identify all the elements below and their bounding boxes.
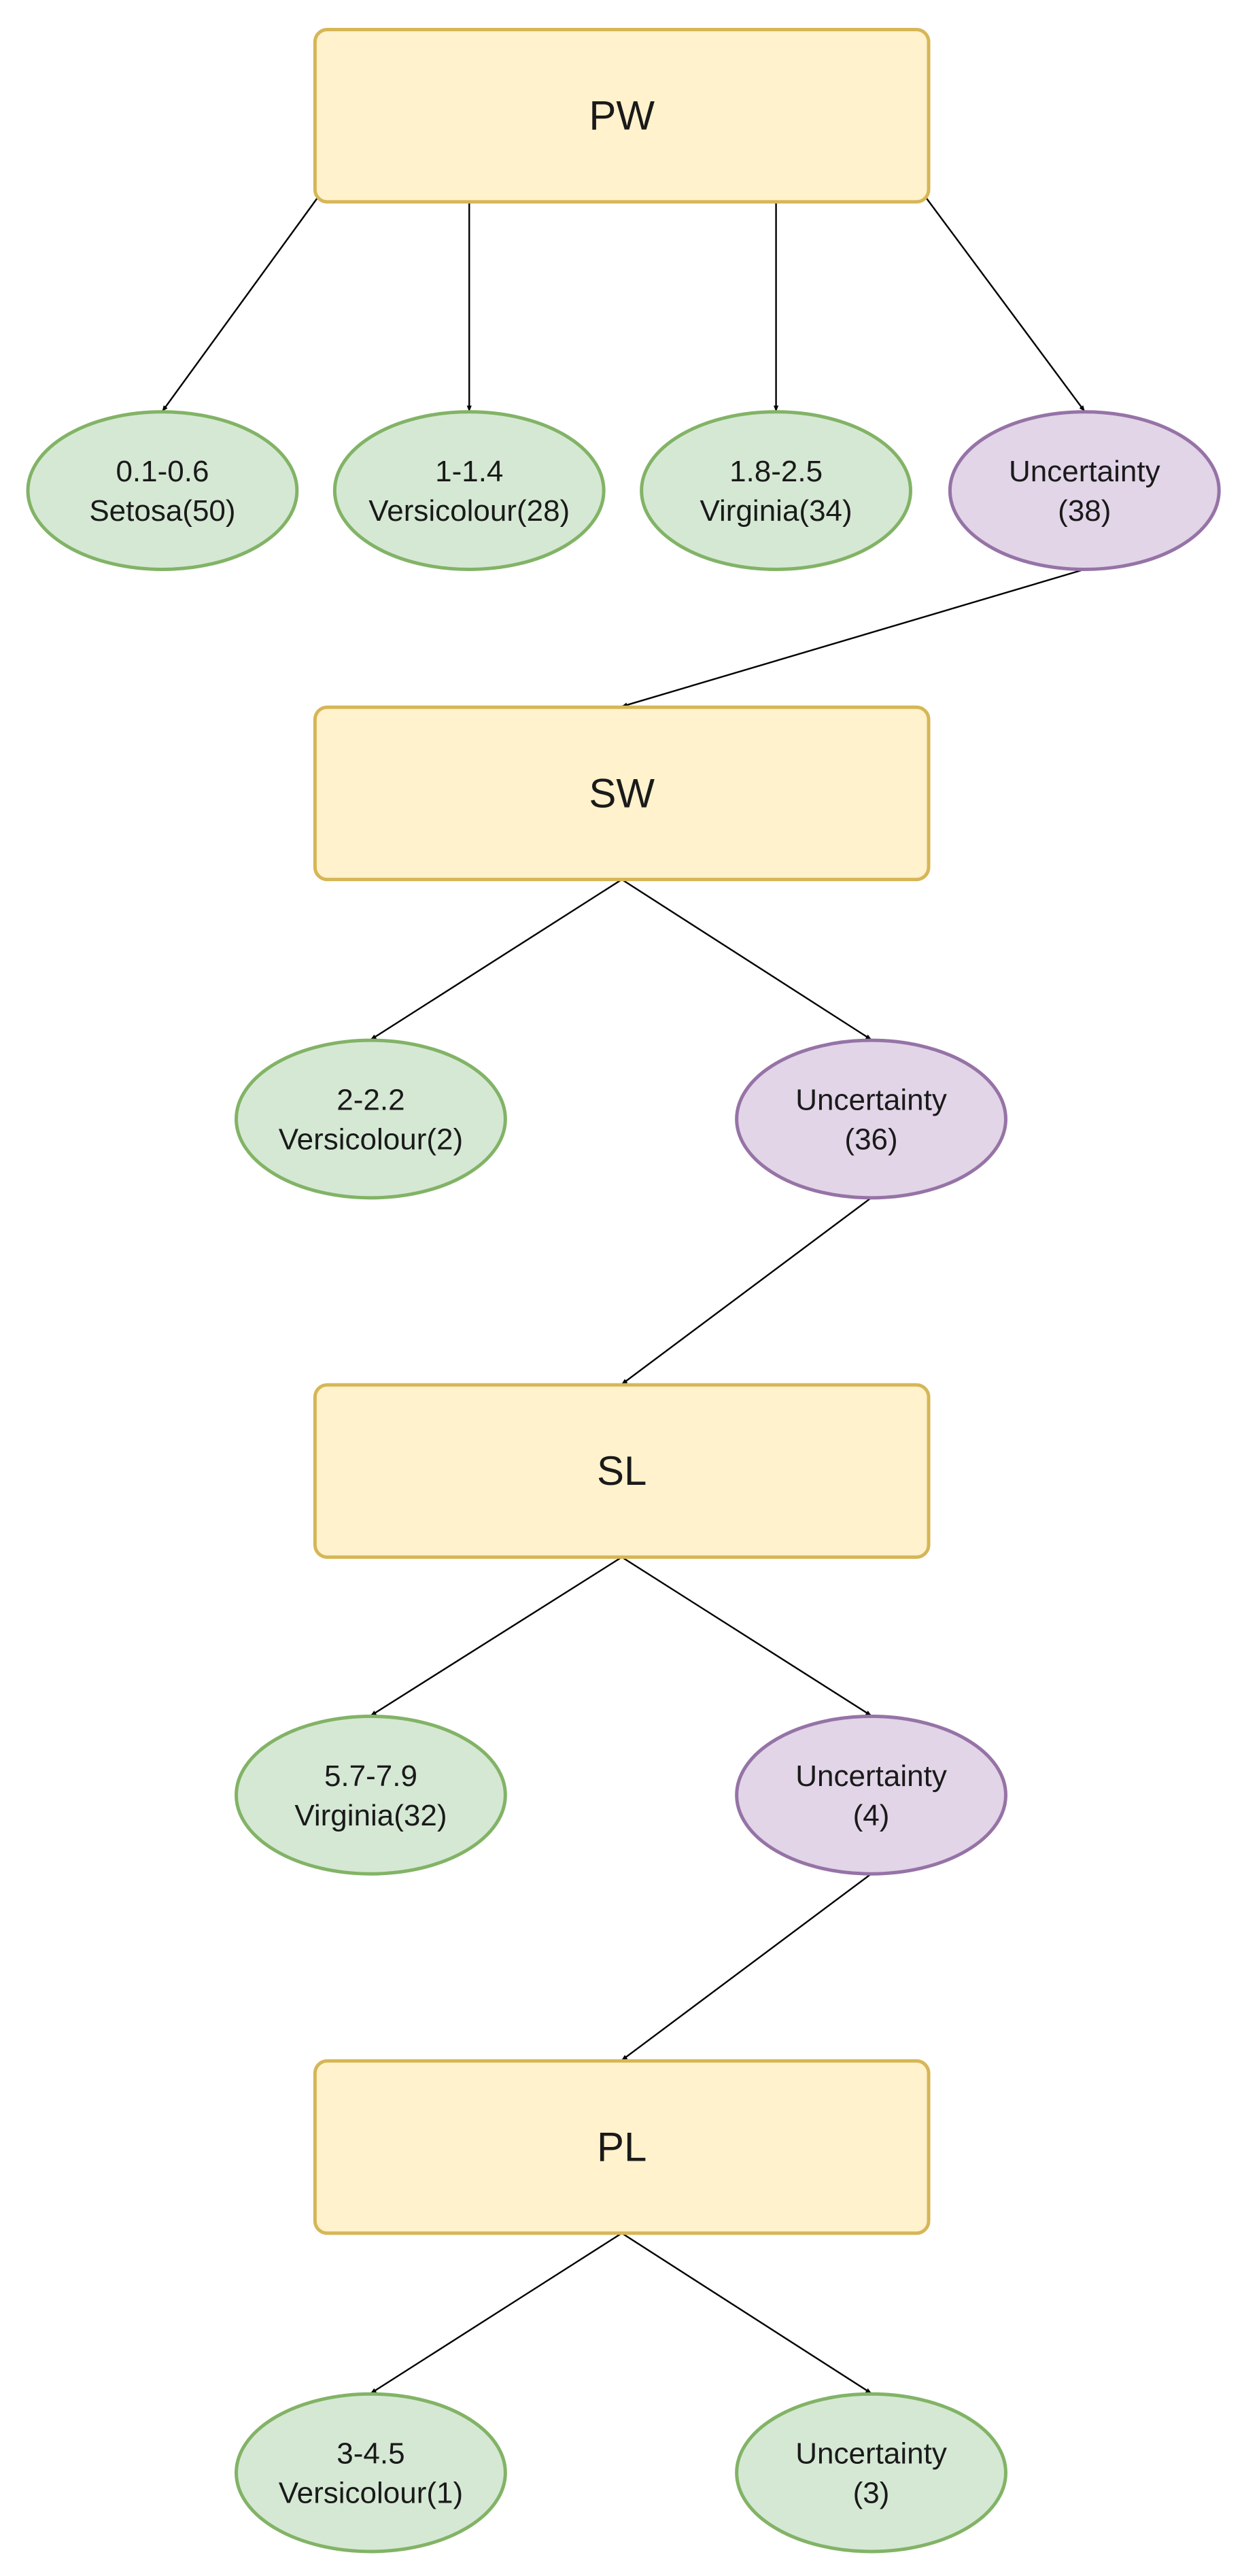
node-label-line1: Uncertainty [795,2437,947,2471]
node-label-line2: Virginia(34) [700,494,852,528]
nodes-layer: PW0.1-0.6Setosa(50)1-1.4Versicolour(28)1… [26,27,1221,2554]
node-label-line1: Uncertainty [1009,455,1160,488]
node-label-line1: 3-4.5 [337,2437,404,2471]
edge-sw-to-child-1 [621,878,872,1041]
edge-pw-to-child-0 [161,198,318,412]
feature-node-pw: PW [313,27,931,204]
node-ellipse [735,1038,1007,1200]
node-label-line2: (3) [853,2477,890,2510]
edge-sl-to-child-1 [621,1556,872,1717]
node-label-line1: 2-2.2 [337,1083,404,1116]
node-label-line1: 5.7-7.9 [324,1759,417,1793]
edge-uncertainty-to-sl [621,1197,872,1385]
feature-label: PW [589,93,655,139]
node-ellipse [235,1038,507,1200]
node-label-line2: Virginia(32) [294,1799,447,1832]
edge-pw-to-child-3 [926,198,1086,412]
edges-layer [161,198,1086,2394]
node-label-line2: (38) [1058,494,1111,528]
node-label-line2: Versicolour(2) [279,1122,463,1156]
feature-box [313,27,931,204]
edge-uncertainty-to-sw [621,568,1085,708]
node-ellipse [332,410,606,571]
edge-sw-to-child-0 [370,878,623,1041]
node-ellipse [948,410,1221,571]
node-ellipse [735,1714,1007,1876]
node-label-line2: Versicolour(28) [368,494,570,528]
node-ellipse [640,410,912,571]
feature-label: PL [597,2125,646,2170]
node-label-line1: 1-1.4 [435,455,503,488]
node-label-line2: (4) [853,1799,890,1832]
node-label-line1: 1.8-2.5 [729,455,823,488]
node-ellipse [235,1714,507,1876]
feature-node-sw: SW [313,705,931,882]
feature-box [313,1383,931,1559]
feature-box [313,705,931,882]
edge-uncertainty-to-pl [621,1873,872,2061]
node-ellipse [735,2392,1007,2554]
uncertainty-node-pw-3: Uncertainty (38) [948,410,1221,571]
feature-label: SL [597,1448,646,1494]
feature-label: SW [589,770,655,816]
node-label-line1: 0.1-0.6 [116,455,209,488]
node-label-line2: (36) [844,1122,897,1156]
node-label-line2: Setosa(50) [89,494,235,528]
edge-sl-to-child-0 [370,1556,623,1717]
feature-box [313,2059,931,2235]
uncertainty-node-sl-1: Uncertainty (4) [735,1714,1007,1876]
uncertainty-node-sw-1: Uncertainty (36) [735,1038,1007,1200]
node-label-line1: Uncertainty [795,1083,947,1116]
node-ellipse [26,410,299,571]
node-ellipse [235,2392,507,2554]
node-label-line2: Versicolour(1) [279,2477,463,2510]
edge-pl-to-child-0 [370,2232,623,2394]
edge-pl-to-child-1 [621,2232,872,2394]
feature-node-sl: SL [313,1383,931,1559]
node-label-line1: Uncertainty [795,1759,947,1793]
class-node-pl-1: Uncertainty (3) [735,2392,1007,2554]
feature-node-pl: PL [313,2059,931,2235]
